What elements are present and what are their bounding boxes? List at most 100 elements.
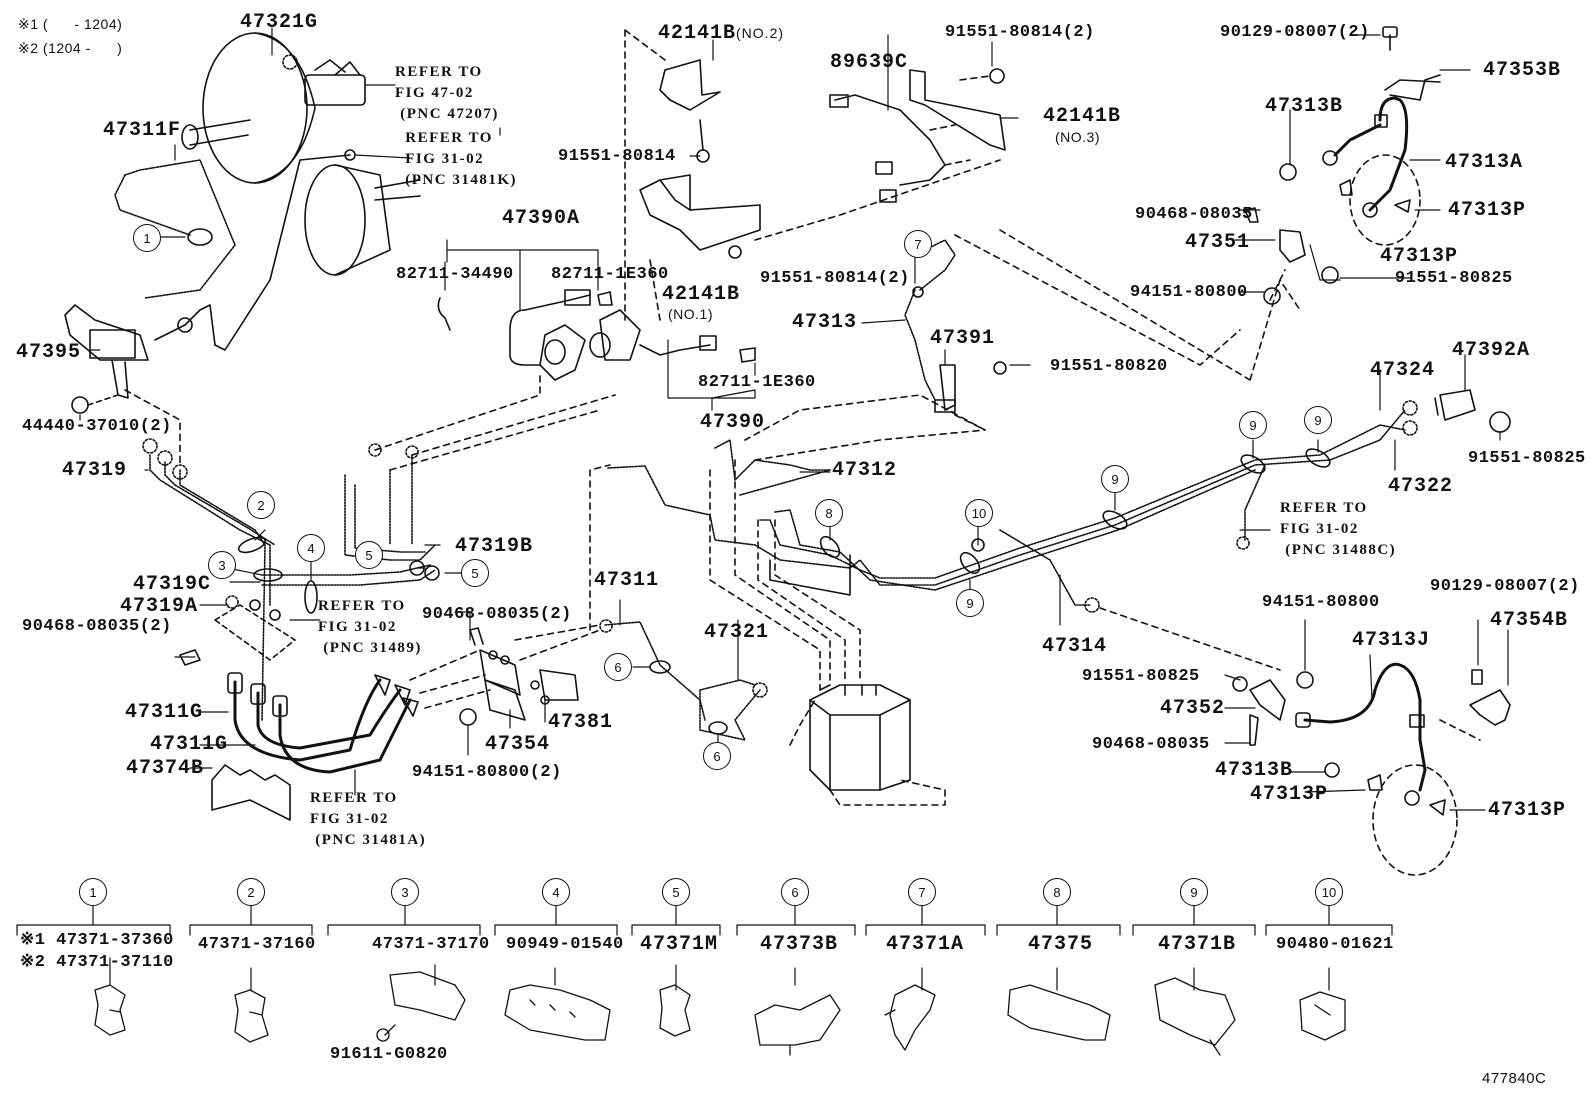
callout-9[interactable]: 9 [956, 589, 984, 617]
part-label[interactable]: 47322 [1388, 475, 1454, 498]
callout-6[interactable]: 6 [604, 653, 632, 681]
part-label[interactable]: 91551-80820 [1050, 357, 1168, 376]
hose-47313j-icon [1232, 662, 1511, 876]
refer-to-note[interactable]: REFER TO FIG 47-02 (PNC 47207) [395, 64, 499, 122]
refer-to-note[interactable]: REFER TO FIG 31-02 (PNC 31481K) [405, 130, 517, 188]
part-label[interactable]: 47311F [103, 119, 182, 142]
part-label[interactable]: 47313B [1265, 95, 1344, 118]
callout-3[interactable]: 3 [208, 551, 236, 579]
part-label[interactable]: 47311G [150, 733, 229, 756]
part-label[interactable]: 47351 [1185, 231, 1251, 254]
part-label[interactable]: 42141B [1043, 105, 1122, 128]
part-label[interactable]: 47390 [700, 411, 766, 434]
legend-part[interactable]: 47375 [1028, 933, 1094, 956]
part-label[interactable]: 47313P [1250, 783, 1329, 806]
part-label[interactable]: 90468-08035 [1092, 735, 1210, 754]
legend-callout-10: 10 [1315, 878, 1343, 906]
part-label[interactable]: 47395 [16, 341, 82, 364]
callout-5[interactable]: 5 [355, 541, 383, 569]
figure-id: 477840C [1482, 1070, 1547, 1087]
part-label[interactable]: 82711-1E360 [551, 265, 669, 284]
part-label[interactable]: 47313P [1488, 799, 1567, 822]
part-label[interactable]: 47319C [133, 573, 212, 596]
refer-to-note[interactable]: REFER TO FIG 31-02 (PNC 31488C) [1280, 500, 1397, 558]
callout-9[interactable]: 9 [1239, 411, 1267, 439]
part-suffix: (NO.1) [668, 306, 713, 322]
part-label[interactable]: 90468-08035(2) [422, 605, 572, 624]
part-label[interactable]: 47374B [126, 757, 205, 780]
callout-2[interactable]: 2 [247, 491, 275, 519]
part-label[interactable]: 47392A [1452, 339, 1531, 362]
part-label[interactable]: 94151-80800 [1262, 593, 1380, 612]
part-label[interactable]: 47312 [832, 459, 898, 482]
part-label[interactable]: 47324 [1370, 359, 1436, 382]
callout-7[interactable]: 7 [904, 230, 932, 258]
part-label[interactable]: 91551-80814(2) [945, 23, 1095, 42]
part-label[interactable]: 90468-08035(2) [22, 617, 172, 636]
part-label[interactable]: 91551-80814 [558, 147, 676, 166]
part-label[interactable]: 91551-80814(2) [760, 269, 910, 288]
part-label[interactable]: 82711-1E360 [698, 373, 816, 392]
part-label[interactable]: 47391 [930, 327, 996, 350]
callout-9[interactable]: 9 [1304, 406, 1332, 434]
part-label[interactable]: 90129-08007(2) [1430, 577, 1580, 596]
part-label[interactable]: 47321 [704, 621, 770, 644]
part-label[interactable]: 47390A [502, 207, 581, 230]
legend-callout-8: 8 [1043, 878, 1071, 906]
part-label[interactable]: 47313P [1380, 245, 1459, 268]
legend-part[interactable]: 47371B [1158, 933, 1237, 956]
refer-to-note[interactable]: REFER TO FIG 31-02 (PNC 31481A) [310, 790, 427, 848]
part-label[interactable]: 47311G [125, 701, 204, 724]
part-label[interactable]: 94151-80800 [1130, 283, 1248, 302]
part-label[interactable]: 47352 [1160, 697, 1226, 720]
part-label[interactable]: 94151-80800(2) [412, 763, 562, 782]
part-label[interactable]: 47321G [240, 11, 319, 34]
part-label[interactable]: 42141B(NO.2) [658, 22, 784, 45]
part-label[interactable]: 90468-08035 [1135, 205, 1253, 224]
legend-part[interactable]: 47371A [886, 933, 965, 956]
callout-10[interactable]: 10 [965, 499, 993, 527]
callout-5[interactable]: 5 [461, 559, 489, 587]
part-label[interactable]: 47319A [120, 595, 199, 618]
part-label[interactable]: 47354 [485, 733, 551, 756]
part-label[interactable]: 47313 [792, 311, 858, 334]
part-label[interactable]: 82711-34490 [396, 265, 514, 284]
part-label[interactable]: 90129-08007(2) [1220, 23, 1370, 42]
legend-part[interactable]: 47371-37160 [198, 935, 316, 954]
part-label[interactable]: 91551-80825 [1468, 449, 1586, 468]
part-label[interactable]: 44440-37010(2) [22, 417, 172, 436]
legend-part[interactable]: 90480-01621 [1276, 935, 1394, 954]
brake-booster-icon [181, 32, 366, 184]
callout-4[interactable]: 4 [297, 534, 325, 562]
callout-6[interactable]: 6 [703, 742, 731, 770]
part-label[interactable]: 91551-80825 [1395, 269, 1513, 288]
legend-part[interactable]: 90949-01540 [506, 935, 624, 954]
bracket-42141b-no3-icon [909, 69, 1006, 151]
legend-part[interactable]: 47371-37170 [372, 935, 490, 954]
part-label[interactable]: 47353B [1483, 59, 1562, 82]
legend-part[interactable]: ※2 47371-37110 [20, 954, 174, 972]
callout-9[interactable]: 9 [1101, 465, 1129, 493]
legend-part[interactable]: 47373B [760, 933, 839, 956]
part-label[interactable]: 47313J [1352, 629, 1431, 652]
part-label[interactable]: 91551-80825 [1082, 667, 1200, 686]
legend-part[interactable]: 47371M [640, 933, 719, 956]
part-label[interactable]: 47381 [548, 711, 614, 734]
part-label[interactable]: 47319B [455, 535, 534, 558]
callout-1[interactable]: 1 [133, 224, 161, 252]
legend-part[interactable]: ※1 47371-37360 [20, 932, 174, 950]
refer-to-note[interactable]: REFER TO FIG 31-02 (PNC 31489) [318, 598, 422, 656]
legend-part-extra[interactable]: 91611-G0820 [330, 1045, 448, 1064]
part-label[interactable]: 47354B [1490, 609, 1569, 632]
part-label[interactable]: 47313P [1448, 199, 1527, 222]
legend-callout-2: 2 [237, 878, 265, 906]
part-label[interactable]: 89639C [830, 51, 909, 74]
part-label[interactable]: 47313B [1215, 759, 1294, 782]
part-label[interactable]: 47319 [62, 459, 128, 482]
part-label[interactable]: 47314 [1042, 635, 1108, 658]
part-label[interactable]: 42141B [662, 283, 741, 306]
callout-8[interactable]: 8 [815, 499, 843, 527]
part-label[interactable]: 47311 [594, 569, 660, 592]
part-label[interactable]: 47313A [1445, 151, 1524, 174]
